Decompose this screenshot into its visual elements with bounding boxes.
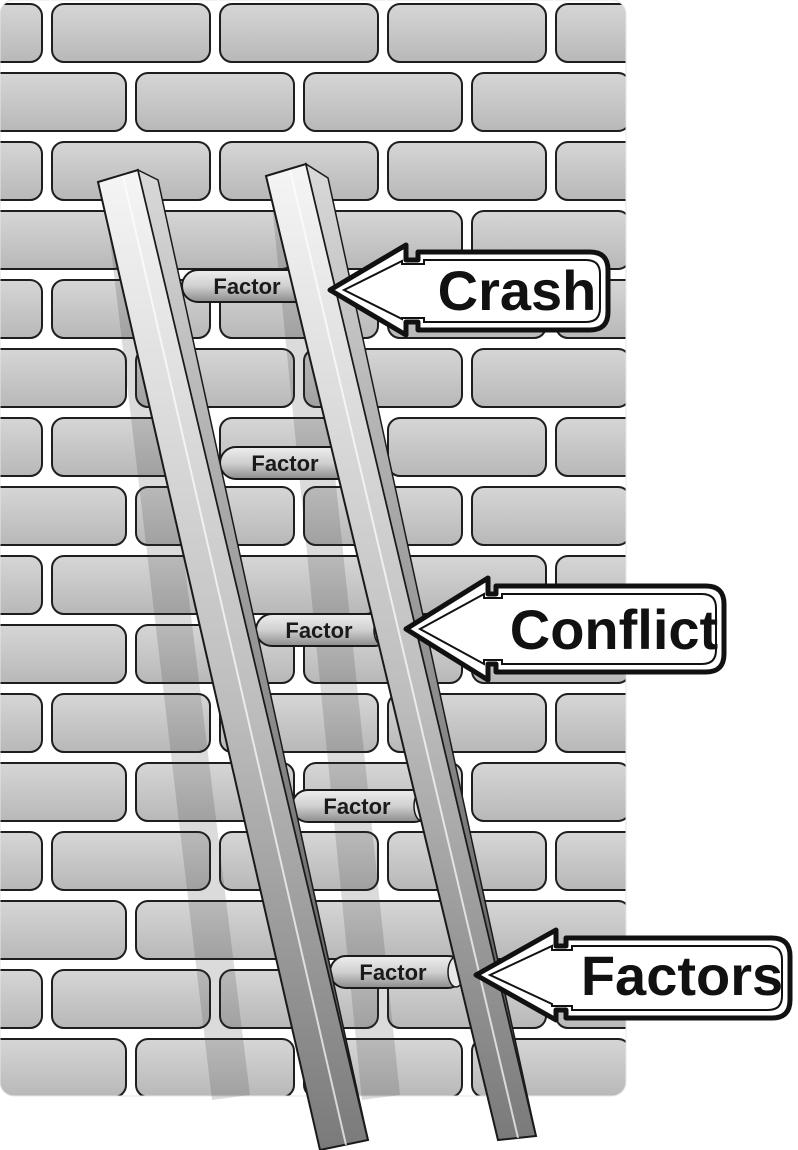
- brick: [304, 73, 462, 131]
- brick: [724, 694, 798, 752]
- brick: [0, 73, 126, 131]
- rung-label: Factor: [323, 794, 391, 819]
- rung-label: Factor: [213, 274, 281, 299]
- brick: [0, 487, 126, 545]
- brick: [640, 349, 798, 407]
- rung-label: Factor: [359, 960, 427, 985]
- rung-label: Factor: [251, 451, 319, 476]
- brick: [0, 418, 42, 476]
- brick: [388, 4, 546, 62]
- brick: [52, 4, 210, 62]
- brick: [640, 1039, 798, 1097]
- brick: [0, 832, 42, 890]
- brick: [52, 970, 210, 1028]
- brick: [0, 349, 126, 407]
- brick: [556, 694, 714, 752]
- brick: [220, 4, 378, 62]
- brick: [640, 763, 798, 821]
- brick: [0, 142, 42, 200]
- brick: [472, 349, 630, 407]
- brick: [724, 418, 798, 476]
- brick: [724, 832, 798, 890]
- brick: [472, 73, 630, 131]
- brick: [556, 418, 714, 476]
- brick: [556, 4, 714, 62]
- brick: [388, 142, 546, 200]
- brick: [0, 1039, 126, 1097]
- brick: [0, 556, 42, 614]
- callout-label: Conflict: [510, 598, 718, 661]
- brick: [0, 280, 42, 338]
- brick: [724, 142, 798, 200]
- rung-label: Factor: [285, 618, 353, 643]
- brick: [0, 694, 42, 752]
- brick: [0, 901, 126, 959]
- callout-label: Crash: [438, 259, 597, 322]
- brick: [0, 763, 126, 821]
- ladder-rung: Factor: [256, 614, 390, 646]
- brick: [724, 280, 798, 338]
- ladder-rung: Factor: [292, 790, 430, 822]
- brick: [556, 832, 714, 890]
- brick: [472, 487, 630, 545]
- brick: [640, 211, 798, 269]
- brick: [472, 763, 630, 821]
- brick: [0, 970, 42, 1028]
- brick: [0, 625, 126, 683]
- callout-label: Factors: [581, 944, 783, 1007]
- brick: [0, 4, 42, 62]
- brick: [388, 418, 546, 476]
- brick: [640, 487, 798, 545]
- brick: [640, 73, 798, 131]
- ladder-rung: Factor: [330, 956, 464, 988]
- brick: [724, 556, 798, 614]
- brick: [724, 4, 798, 62]
- brick: [136, 73, 294, 131]
- brick: [556, 142, 714, 200]
